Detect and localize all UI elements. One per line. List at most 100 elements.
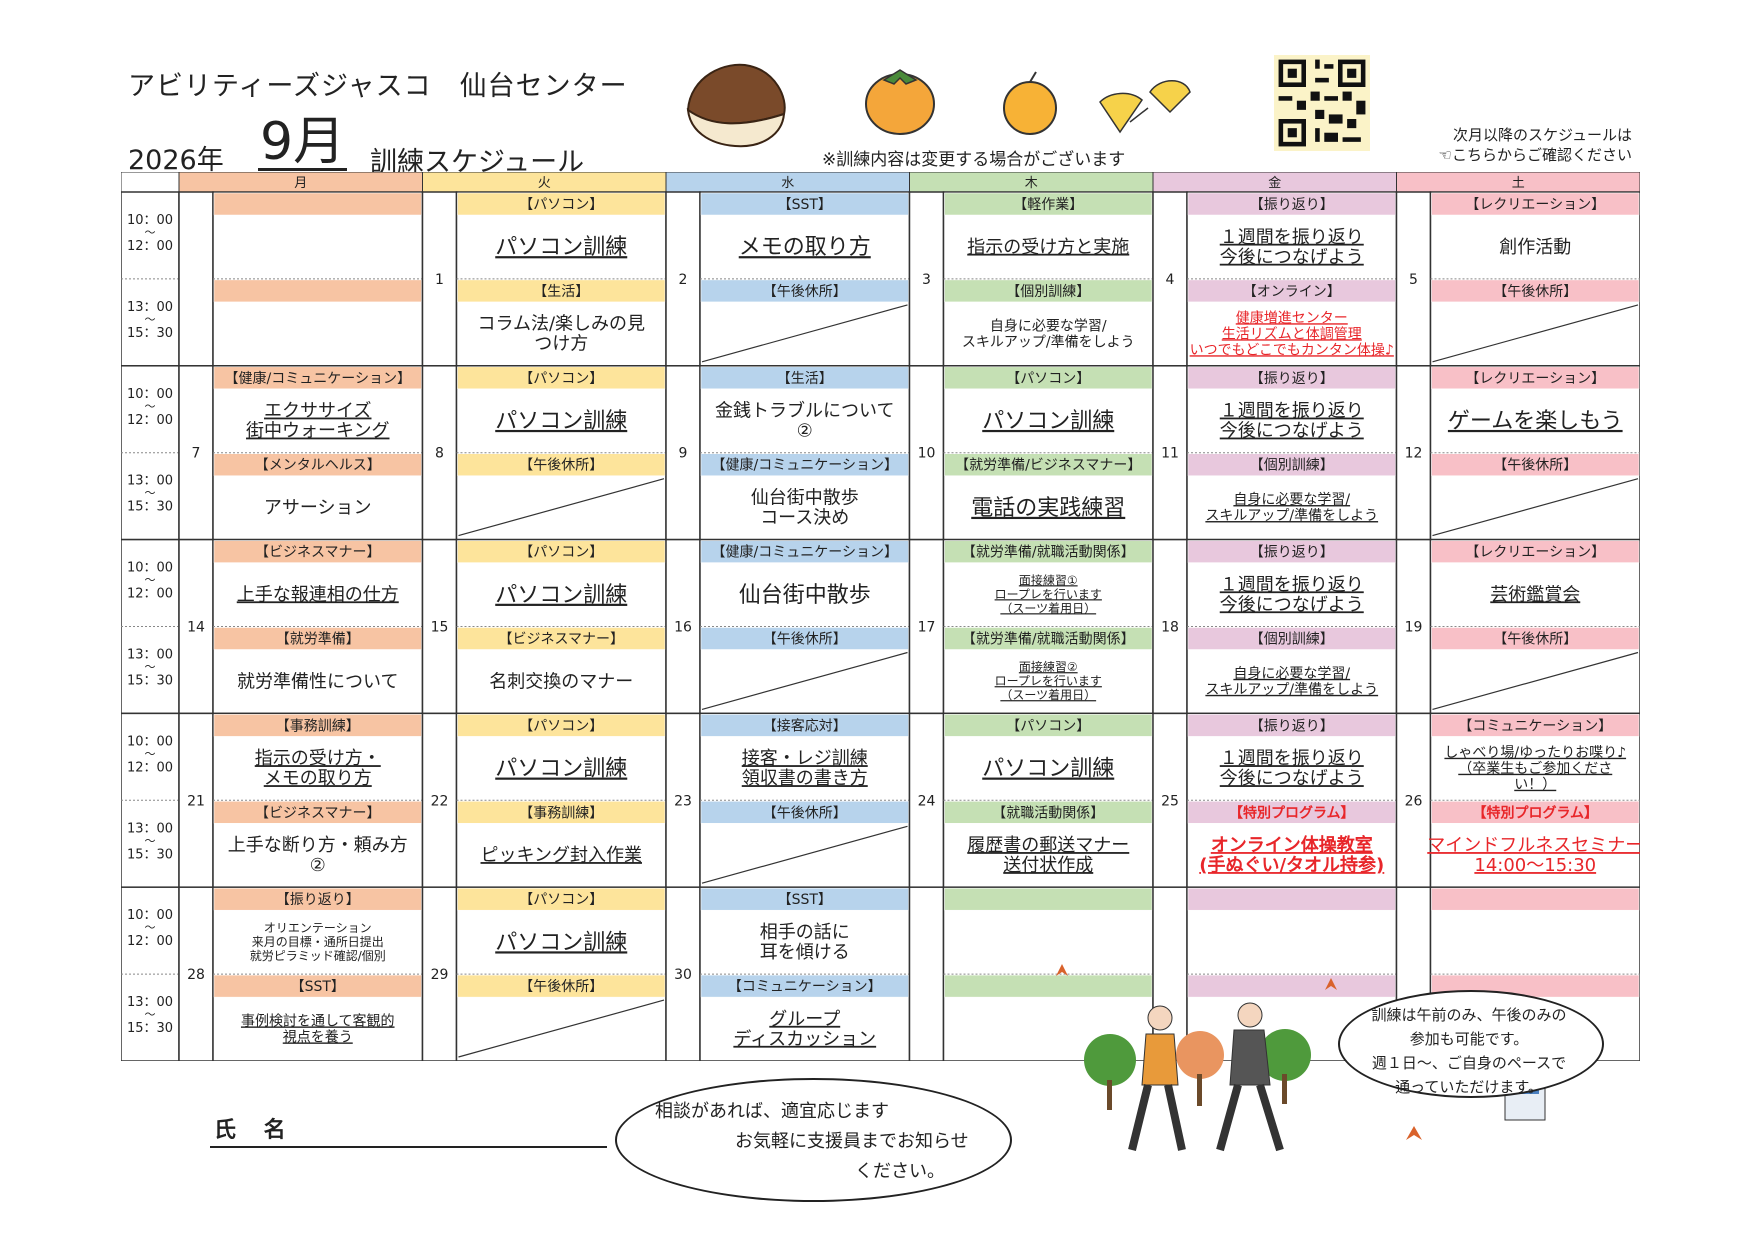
pm-category: 【ビジネスマナー】 xyxy=(255,805,381,821)
info-line2: 参加も可能です。 xyxy=(1409,1030,1529,1048)
am-category-band xyxy=(1431,887,1640,911)
am-title: ゲームを楽しもう xyxy=(1448,409,1623,434)
am-category: 【コミュニケーション】 xyxy=(1458,718,1612,734)
pm-category-band xyxy=(1431,801,1640,824)
pm-category-band xyxy=(1187,627,1396,650)
am-title: 金銭トラブルについて xyxy=(715,400,894,422)
am-end-time: 12：00 xyxy=(127,413,173,428)
person-man-icon xyxy=(1216,1002,1284,1152)
pm-category-band xyxy=(700,627,909,650)
corner-cell xyxy=(121,172,180,193)
pm-title: コラム法/楽しみの見 xyxy=(477,314,645,335)
pm-category: 【午後休所】 xyxy=(763,805,847,821)
pm-title: ピッキング封入作業 xyxy=(481,845,642,866)
am-category: 【パソコン】 xyxy=(1006,371,1090,387)
pm-end-time: 15：30 xyxy=(127,500,173,515)
pm-title: 健康増進センター xyxy=(1236,309,1348,326)
apple-icon xyxy=(1003,71,1057,135)
am-category-band xyxy=(213,366,422,390)
pm-category-band xyxy=(213,974,422,998)
pm-category: 【午後休所】 xyxy=(1493,632,1577,648)
am-category: 【レクリエーション】 xyxy=(1465,197,1605,213)
pm-category-band xyxy=(1187,453,1396,476)
date-number: 3 xyxy=(922,272,931,288)
pm-category: 【事務訓練】 xyxy=(519,805,603,821)
qr-code[interactable] xyxy=(1274,55,1370,151)
date-number: 10 xyxy=(918,446,936,462)
pm-category-band xyxy=(457,453,666,476)
date-cell xyxy=(908,365,945,541)
pm-title: 生活リズムと体調管理 xyxy=(1222,326,1362,342)
time-tilde: ～ xyxy=(145,400,156,413)
date-cell xyxy=(178,191,214,367)
date-cell xyxy=(421,365,458,541)
change-notice: ※訓練内容は変更する場合がございます xyxy=(822,150,1126,170)
date-number: 21 xyxy=(187,793,205,809)
pm-category-band xyxy=(1431,279,1640,303)
date-number: 8 xyxy=(435,446,444,462)
am-end-time: 12：00 xyxy=(127,760,173,775)
pm-category: 【コミュニケーション】 xyxy=(728,979,882,995)
am-category: 【振り返り】 xyxy=(1250,545,1334,561)
pm-category-band xyxy=(700,279,909,303)
info-bubble xyxy=(1338,990,1604,1098)
pm-category-band xyxy=(213,453,422,476)
am-title: 来月の目標・通所日提出 xyxy=(252,934,384,949)
date-number: 29 xyxy=(431,967,449,983)
am-category: 【振り返り】 xyxy=(1250,371,1334,387)
date-number: 25 xyxy=(1161,793,1179,809)
date-cell xyxy=(1395,191,1432,367)
pm-category: 【SST】 xyxy=(291,979,345,995)
am-title: １週間を振り返り xyxy=(1220,401,1364,422)
am-title: パソコン訓練 xyxy=(495,583,627,608)
pm-category-band xyxy=(700,801,909,824)
pm-category: 【ビジネスマナー】 xyxy=(498,632,624,648)
pm-category-band xyxy=(944,627,1153,650)
am-title: 今後につなげよう xyxy=(1220,768,1364,789)
pm-category-band xyxy=(944,279,1153,303)
name-label: 氏 名 xyxy=(214,1118,296,1143)
pm-title: オンライン体操教室 xyxy=(1211,834,1373,856)
am-category-band xyxy=(944,887,1153,911)
pm-title: マインドフルネスセミナー xyxy=(1427,835,1640,856)
autumn-decoration xyxy=(686,63,1191,148)
pm-title: アサーション xyxy=(264,497,372,518)
date-number: 15 xyxy=(431,620,449,636)
consult-line2: お気軽に支援員までお知らせ xyxy=(735,1131,969,1152)
closed-slash xyxy=(701,304,908,363)
am-category-band xyxy=(1431,714,1640,737)
pm-end-time: 15：30 xyxy=(127,326,173,341)
pm-title: スキルアップ/準備をしよう xyxy=(962,334,1135,350)
am-start-time: 10：00 xyxy=(127,908,173,923)
org-name: アビリティーズジャスコ 仙台センター xyxy=(128,71,628,102)
am-category-band xyxy=(944,714,1153,737)
pm-start-time: 13：00 xyxy=(127,648,173,663)
weekday-label: 木 xyxy=(1025,176,1038,191)
autumn-leaf-icon xyxy=(1056,964,1422,1140)
date-cell xyxy=(421,538,458,715)
pm-category: 【生活】 xyxy=(533,284,589,300)
closed-slash xyxy=(1432,304,1639,363)
am-category-band xyxy=(1431,540,1640,563)
pm-category-band xyxy=(213,279,422,303)
pm-title: 視点を養う xyxy=(283,1028,353,1045)
weekday-label: 月 xyxy=(294,176,307,191)
pm-title: スキルアップ/準備をしよう xyxy=(1205,508,1378,524)
closed-slash xyxy=(458,478,665,537)
closed-slash xyxy=(701,825,908,884)
pm-category: 【就労準備/就職活動関係】 xyxy=(962,632,1135,648)
am-category-band xyxy=(1187,366,1396,390)
am-category-band xyxy=(944,540,1153,563)
time-tilde: ～ xyxy=(145,661,156,674)
am-title: 創作活動 xyxy=(1499,237,1571,258)
am-category-band xyxy=(700,540,909,563)
schedule-table: 月火水木金土10：00～12：0013：00～15：301【パソコン】パソコン訓… xyxy=(121,172,1640,1061)
am-title: 相手の話に xyxy=(760,922,850,943)
pm-category: 【午後休所】 xyxy=(519,979,603,995)
am-category: 【健康/コミュニケーション】 xyxy=(225,370,411,387)
pm-title: ロープレを行います xyxy=(995,674,1102,688)
am-title: 耳を傾ける xyxy=(760,942,850,963)
pm-category-band xyxy=(457,627,666,650)
am-category-band xyxy=(700,714,909,737)
name-field-line[interactable] xyxy=(210,1146,607,1148)
